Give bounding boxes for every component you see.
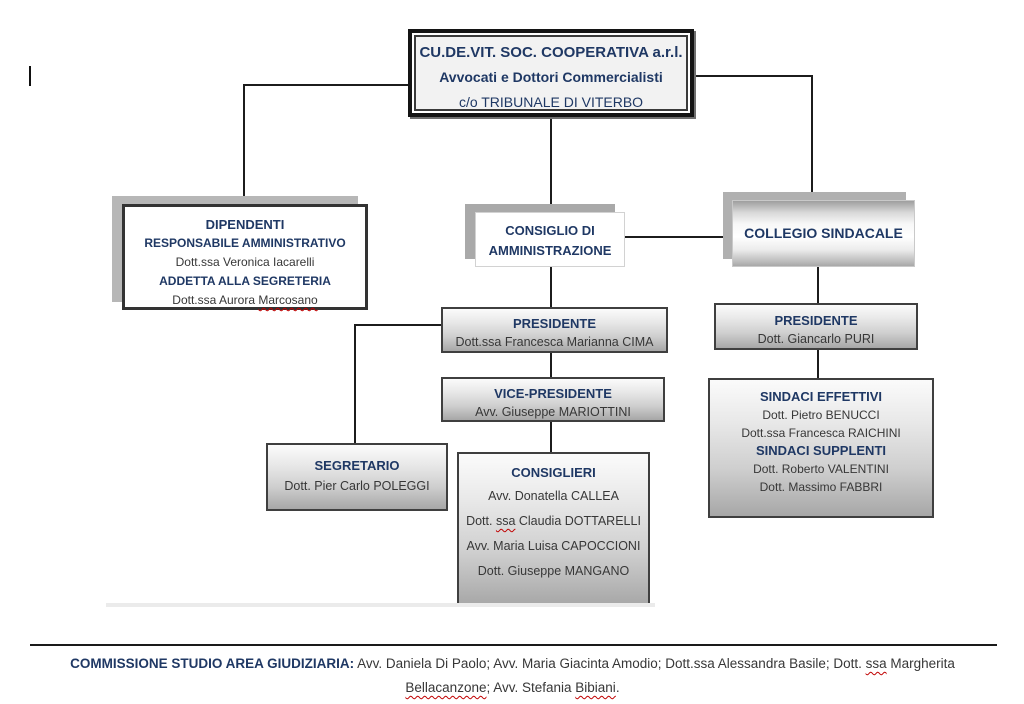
misspelled-word: Marcosano [258, 293, 318, 307]
misspelled-word: Bellacanzone [405, 680, 487, 695]
sindaco-member: Dott. Pietro BENUCCI [762, 408, 880, 422]
misspelled-word: ssa [865, 656, 887, 671]
connector-vice-consiglieri-v [550, 422, 552, 452]
dipendenti-title: DIPENDENTI [205, 217, 285, 232]
cda-title-line2: AMMINISTRAZIONE [488, 243, 612, 258]
footer-rule [30, 644, 997, 646]
connector-root-right-h [694, 75, 812, 77]
consiglieri-title: CONSIGLIERI [511, 465, 596, 480]
misspelled-word: Bibiani [575, 680, 616, 695]
consiglieri-member: Dott. ssa Claudia DOTTARELLI [466, 514, 641, 528]
vice-presidente-title: VICE-PRESIDENTE [494, 386, 612, 401]
segretario-person: Dott. Pier Carlo POLEGGI [284, 479, 430, 493]
sindaco-member: Dott. Massimo FABBRI [759, 480, 883, 494]
footer-line2: Bellacanzone; Avv. Stefania Bibiani. [405, 680, 620, 695]
dipendenti-person2: Dott.ssa Aurora Marcosano [172, 293, 318, 307]
presidente-cda-person: Dott.ssa Francesca Marianna CIMA [455, 335, 654, 349]
presidente-cda-title: PRESIDENTE [512, 316, 597, 331]
connector-presidente-vice-v [550, 352, 552, 377]
text-cursor-mark [29, 66, 31, 86]
connector-root-left-v [243, 84, 245, 204]
connector-presidente-segretario-h [355, 324, 441, 326]
node-presidente-collegio: PRESIDENTE Dott. Giancarlo PURI [714, 303, 918, 350]
dipendenti-person1: Dott.ssa Veronica Iacarelli [175, 255, 315, 269]
misspelled-word: ssa [495, 514, 516, 528]
node-segretario: SEGRETARIO Dott. Pier Carlo POLEGGI [266, 443, 448, 511]
connector-presidente-sindaci-v [817, 350, 819, 378]
node-sindaci: SINDACI EFFETTIVI Dott. Pietro BENUCCI D… [708, 378, 934, 518]
sindaci-effettivi-title: SINDACI EFFETTIVI [759, 389, 883, 404]
connector-presidente-segretario-v [354, 324, 356, 443]
presidente-collegio-person: Dott. Giancarlo PURI [757, 332, 875, 346]
vice-presidente-person: Avv. Giuseppe MARIOTTINI [475, 405, 631, 419]
dipendenti-role1: RESPONSABILE AMMINISTRATIVO [144, 236, 346, 250]
footer-commissione: COMMISSIONE STUDIO AREA GIUDIZIARIA: Avv… [30, 652, 995, 700]
node-presidente-cda: PRESIDENTE Dott.ssa Francesca Marianna C… [441, 307, 668, 353]
node-consiglieri: CONSIGLIERI Avv. Donatella CALLEA Dott. … [457, 452, 650, 607]
faint-divider [106, 603, 655, 607]
node-vice-presidente: VICE-PRESIDENTE Avv. Giuseppe MARIOTTINI [441, 377, 665, 422]
collegio-title: COLLEGIO SINDACALE [744, 225, 903, 241]
cooperativa-name: CU.DE.VIT. SOC. COOPERATIVA a.r.l. [419, 44, 683, 61]
connector-root-left-h [244, 84, 408, 86]
node-collegio-sindacale: COLLEGIO SINDACALE [732, 200, 915, 267]
connector-cda-presidente-v [550, 267, 552, 307]
connector-root-cda-v [550, 117, 552, 205]
footer-line1: COMMISSIONE STUDIO AREA GIUDIZIARIA: Avv… [70, 656, 955, 671]
consiglieri-member: Avv. Donatella CALLEA [488, 489, 619, 503]
connector-collegio-presidente-v [817, 267, 819, 303]
sindaco-member: Dott.ssa Francesca RAICHINI [741, 426, 901, 440]
node-dipendenti: DIPENDENTI RESPONSABILE AMMINISTRATIVO D… [122, 204, 368, 310]
node-consiglio-amministrazione: CONSIGLIO DI AMMINISTRAZIONE [475, 212, 625, 267]
cda-title-line1: CONSIGLIO DI [505, 223, 595, 238]
footer-label: COMMISSIONE STUDIO AREA GIUDIZIARIA: [70, 656, 355, 671]
dipendenti-role2: ADDETTA ALLA SEGRETERIA [159, 274, 331, 288]
consiglieri-member: Dott. Giuseppe MANGANO [477, 564, 630, 578]
node-cooperativa: CU.DE.VIT. SOC. COOPERATIVA a.r.l. Avvoc… [408, 29, 694, 117]
connector-cda-collegio-h [625, 236, 733, 238]
segretario-title: SEGRETARIO [314, 458, 400, 473]
connector-root-right-v [811, 75, 813, 200]
cooperativa-location: c/o TRIBUNALE DI VITERBO [458, 94, 644, 110]
sindaci-supplenti-title: SINDACI SUPPLENTI [755, 443, 886, 458]
cooperativa-subtitle: Avvocati e Dottori Commercialisti [439, 69, 663, 85]
sindaco-member: Dott. Roberto VALENTINI [753, 462, 889, 476]
presidente-collegio-title: PRESIDENTE [774, 313, 858, 328]
consiglieri-member: Avv. Maria Luisa CAPOCCIONI [466, 539, 641, 553]
